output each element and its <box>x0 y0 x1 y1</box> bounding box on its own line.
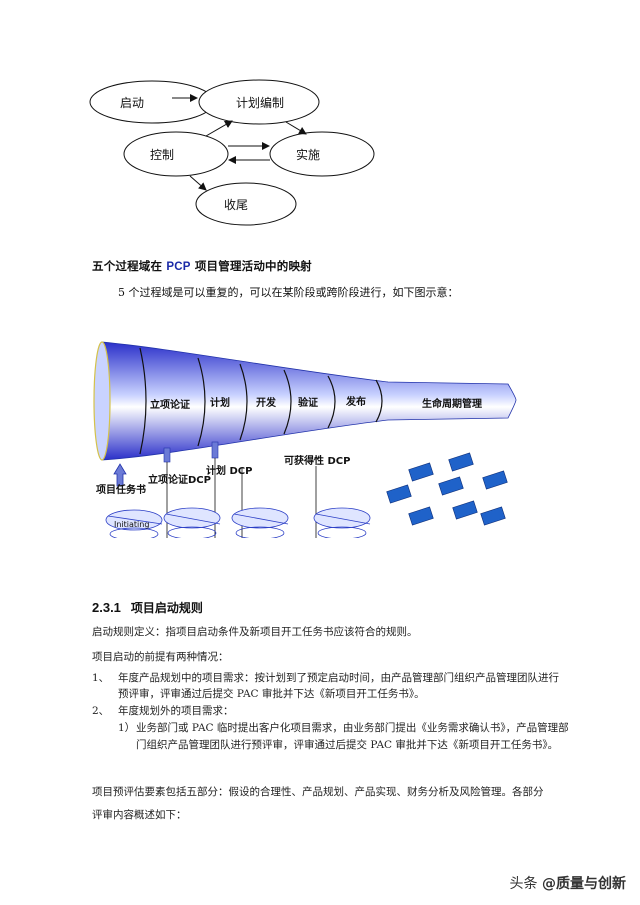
stage-label-2: 计划 <box>210 396 230 409</box>
node-close: 收尾 <box>195 182 297 226</box>
task-book-label: 项目任务书 <box>96 483 146 496</box>
premise-paragraph: 项目启动的前提有两种情况： <box>92 651 229 663</box>
list-item-1-number: 1、 <box>92 672 110 684</box>
watermark-platform: 头条 <box>509 876 538 892</box>
node-start-label: 启动 <box>120 96 144 110</box>
stage-label-6: 生命周期管理 <box>422 397 482 410</box>
stage-label-1: 立项论证 <box>150 398 190 411</box>
intro-text: 5 个过程域是可以重复的，可以在某阶段或跨阶段进行，如下图示意： <box>118 286 459 299</box>
arrow-plan-execute <box>285 121 307 135</box>
funnel-mouth <box>93 341 111 461</box>
evaluation-line2: 评审内容概述如下： <box>92 809 187 821</box>
evaluation-line1: 项目预评估要素包括五部分：假设的合理性、产品规划、产品实现、财务分析及风险管理。… <box>92 786 544 798</box>
list-item-2-line1: 年度规划外的项目需求： <box>118 705 234 717</box>
node-close-label: 收尾 <box>224 198 248 212</box>
section-heading: 2.3.1 项目启动规则 <box>92 599 203 616</box>
task-arrow-icon <box>113 463 127 487</box>
stage-label-3: 开发 <box>256 396 277 409</box>
node-execute: 实施 <box>269 131 375 177</box>
pcp-funnel-diagram: 立项论证 计划 开发 验证 发布 生命周期管理 项目任务书 立项论证DCP 计划… <box>93 341 517 538</box>
definition-paragraph: 启动规则定义：指项目启动条件及新项目开工任务书应该符合的规则。 <box>92 626 418 638</box>
dcp-label-3: 可获得性 DCP <box>284 454 350 467</box>
mini-cycles <box>105 507 371 538</box>
node-control: 控制 <box>123 131 229 177</box>
caption-brand: PCP <box>166 261 191 273</box>
dcp-label-1: 立项论证DCP <box>148 473 211 486</box>
section-title: 项目启动规则 <box>130 601 203 615</box>
node-execute-label: 实施 <box>296 147 320 162</box>
section-number: 2.3.1 <box>92 600 121 615</box>
list-item-1-line2: 预评审，评审通过后提交 PAC 审批并下达《新项目开工任务书》。 <box>118 688 425 700</box>
watermark: 头条 @质量与创新 <box>510 873 626 893</box>
arrow-control-close <box>189 175 207 191</box>
caption-suffix: 项目管理活动中的映射 <box>190 259 312 273</box>
node-control-label: 控制 <box>150 148 174 162</box>
node-start: 启动 <box>89 80 215 124</box>
arrow-control-plan <box>205 120 233 137</box>
list-item-2-number: 2、 <box>92 705 110 717</box>
sub-item-1-number: 1） <box>118 722 136 734</box>
node-plan-label: 计划编制 <box>236 95 284 110</box>
process-groups-diagram: 启动 计划编制 控制 实施 收尾 <box>89 79 375 226</box>
cycle-label: Initiating <box>114 520 149 529</box>
caption-prefix: 五个过程域在 <box>92 259 167 273</box>
sub-item-1-line2: 门组织产品管理团队进行预评审，评审通过后提交 PAC 审批并下达《新项目开工任务… <box>136 739 559 751</box>
stage-label-5: 发布 <box>345 395 366 408</box>
dcp-label-2: 计划 DCP <box>206 464 252 477</box>
node-plan: 计划编制 <box>198 79 320 125</box>
diagram-caption: 五个过程域在 PCP 项目管理活动中的映射 <box>92 258 312 274</box>
sub-item-1-line1: 业务部门或 PAC 临时提出客户化项目需求，由业务部门提出《业务需求确认书》，产… <box>136 722 569 734</box>
puzzle-pieces-icon <box>386 452 508 526</box>
watermark-handle: @质量与创新 <box>542 876 626 892</box>
funnel-body <box>101 341 517 461</box>
stage-label-4: 验证 <box>298 396 318 409</box>
list-item-1-line1: 年度产品规划中的项目需求：按计划到了预定启动时间，由产品管理部门组织产品管理团队… <box>118 672 559 684</box>
